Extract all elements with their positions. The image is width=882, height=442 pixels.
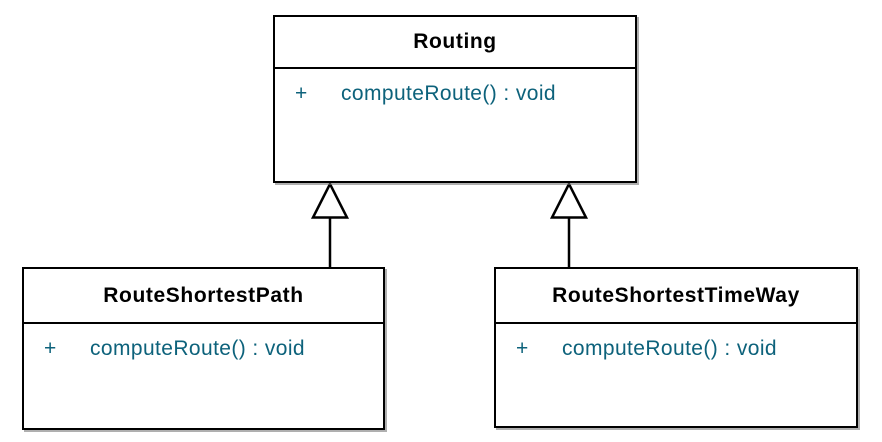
method-visibility: + <box>295 82 308 105</box>
generalization-triangle-icon <box>549 181 589 219</box>
class-methods-compartment: + computeRoute() : void <box>275 69 635 181</box>
method-item: + computeRoute() : void <box>516 337 846 361</box>
method-item: + computeRoute() : void <box>295 82 625 106</box>
method-visibility: + <box>516 337 529 360</box>
method-signature: computeRoute() : void <box>90 337 305 360</box>
class-name-compartment: RouteShortestTimeWay <box>496 269 856 324</box>
generalization-arrow-route-shortest-time-way <box>549 181 589 267</box>
class-box-routing: Routing + computeRoute() : void <box>273 15 637 183</box>
class-name: RouteShortestTimeWay <box>552 283 800 307</box>
class-methods-compartment: + computeRoute() : void <box>496 324 856 426</box>
generalization-arrow-route-shortest-path <box>310 181 350 267</box>
generalization-triangle-icon <box>310 181 350 219</box>
method-signature: computeRoute() : void <box>341 82 556 105</box>
class-methods-compartment: + computeRoute() : void <box>24 324 383 428</box>
class-name-compartment: Routing <box>275 17 635 69</box>
class-name: Routing <box>413 30 497 53</box>
class-box-route-shortest-time-way: RouteShortestTimeWay + computeRoute() : … <box>494 267 858 428</box>
method-visibility: + <box>44 337 57 360</box>
method-item: + computeRoute() : void <box>44 337 373 361</box>
class-name-compartment: RouteShortestPath <box>24 269 383 324</box>
class-name: RouteShortestPath <box>103 283 304 307</box>
class-box-route-shortest-path: RouteShortestPath + computeRoute() : voi… <box>22 267 385 430</box>
method-signature: computeRoute() : void <box>562 337 777 360</box>
